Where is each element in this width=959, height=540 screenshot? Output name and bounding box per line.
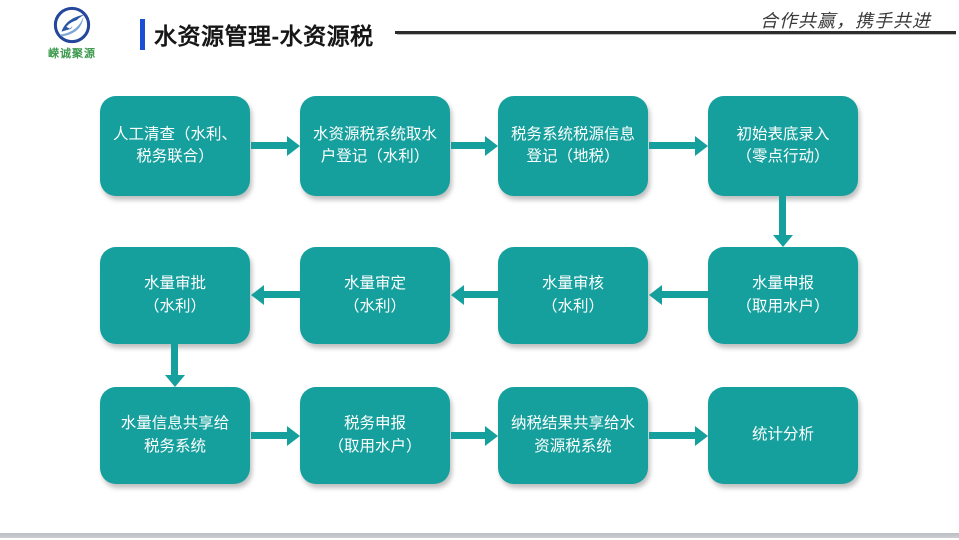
flow-box-initial-meter-entry: 初始表底录入 （零点行动）: [708, 96, 858, 196]
flow-box-line: 水资源税系统取水: [312, 125, 437, 143]
flow-box-line: （取用水户）: [736, 297, 830, 315]
flow-box-statistics-analysis: 统计分析: [708, 387, 858, 484]
title-accent-bar: [140, 18, 145, 50]
flow-box-volume-review: 水量审核 （水利）: [498, 247, 648, 344]
flow-box-line: （零点行动）: [736, 148, 830, 165]
page-title: 水资源管理-水资源税: [154, 23, 374, 49]
flow-box-line: （水利）: [541, 297, 604, 315]
flow-box-line: 税务联合）: [136, 148, 214, 165]
footer-bar: [0, 533, 959, 538]
flow-box-volume-determination: 水量审定 （水利）: [300, 247, 450, 344]
flow-box-volume-info-share: 水量信息共享给 税务系统: [100, 387, 250, 484]
flow-box-line: 登记（地税）: [526, 148, 620, 165]
flow-box-line: 纳税结果共享给水: [510, 415, 635, 433]
flow-box-line: 统计分析: [751, 426, 814, 444]
flow-box-line: 户登记（水利）: [320, 148, 430, 165]
flow-box-tax-declaration: 税务申报 （取用水户）: [300, 387, 450, 484]
flow-box-volume-approval: 水量审批 （水利）: [100, 247, 250, 344]
flow-box-line: 水量审定: [343, 275, 406, 293]
flow-box-line: 人工清查（水利、: [112, 125, 237, 143]
flow-box-line: 税务系统税源信息: [510, 125, 635, 143]
company-logo-icon: [53, 6, 91, 44]
flow-box-line: 水量申报: [751, 275, 814, 293]
arrow-right-icon: [649, 135, 708, 156]
title-block: 水资源管理-水资源税: [140, 17, 374, 51]
flow-box-line: 水量审批: [143, 275, 206, 293]
flow-box-manual-check: 人工清查（水利、 税务联合）: [100, 96, 250, 196]
arrow-right-icon: [251, 135, 300, 156]
header-divider: [395, 31, 956, 34]
flow-box-line: （水利）: [343, 297, 406, 315]
header-divider-shadow: [397, 34, 956, 35]
flow-box-line: 资源税系统: [534, 437, 612, 455]
arrow-left-icon: [451, 284, 498, 305]
flow-box-line: 水量信息共享给: [120, 415, 230, 433]
arrow-right-icon: [251, 425, 300, 446]
flow-box-line: 税务系统: [143, 437, 206, 455]
flow-box-water-tax-registration: 水资源税系统取水 户登记（水利）: [300, 96, 450, 196]
flow-box-line: （取用水户）: [328, 437, 422, 455]
arrow-down-icon: [164, 344, 185, 387]
flow-box-line: 初始表底录入: [736, 125, 830, 143]
slogan-text: 合作共赢，携手共进: [760, 11, 931, 31]
arrow-down-icon: [772, 196, 793, 247]
arrow-left-icon: [649, 284, 708, 305]
arrow-right-icon: [451, 135, 498, 156]
flow-box-line: 税务申报: [343, 415, 406, 433]
flow-box-line: 水量审核: [541, 275, 604, 293]
flow-box-volume-declaration: 水量申报 （取用水户）: [708, 247, 858, 344]
flow-box-line: （水利）: [143, 297, 206, 315]
flow-box-tax-result-share: 纳税结果共享给水 资源税系统: [498, 387, 648, 484]
arrow-right-icon: [649, 425, 708, 446]
arrow-left-icon: [251, 284, 300, 305]
company-logo-text: 嵘诚聚源: [48, 48, 96, 60]
company-logo: 嵘诚聚源: [38, 6, 106, 61]
arrow-right-icon: [451, 425, 498, 446]
flow-box-tax-source-registration: 税务系统税源信息 登记（地税）: [498, 96, 648, 196]
